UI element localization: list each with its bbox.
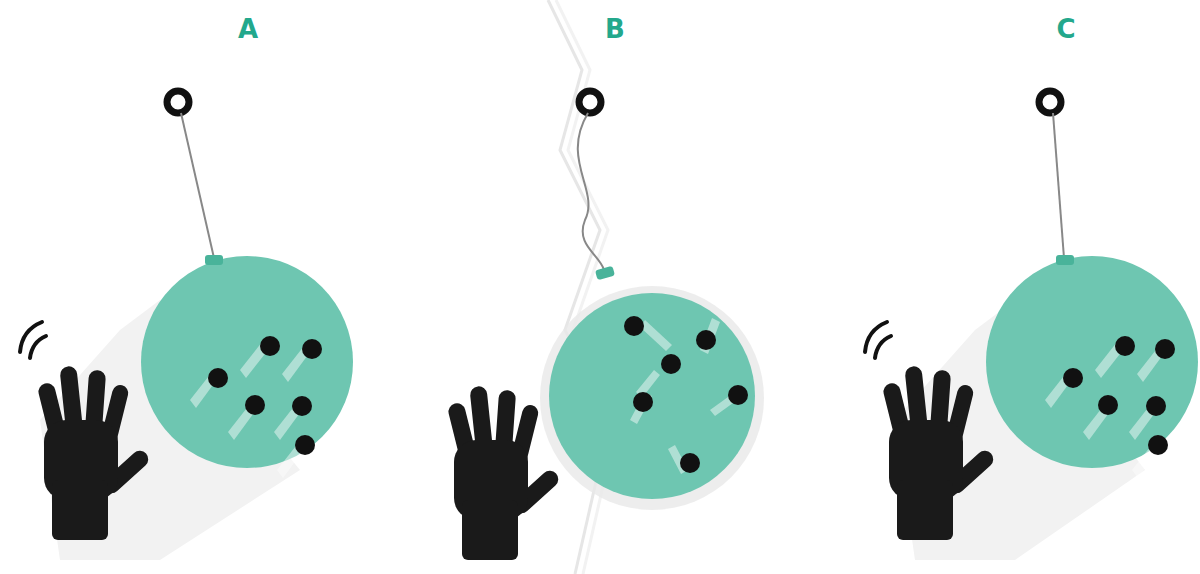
balloon-glow <box>540 286 764 510</box>
hanging-ring <box>1039 91 1061 113</box>
balloon-knot <box>595 266 615 280</box>
panel-letter: C <box>1056 14 1075 44</box>
particles <box>624 316 748 473</box>
motion-streaks <box>1045 342 1165 478</box>
wave-marks <box>865 322 891 358</box>
panel-letter: A <box>238 14 258 44</box>
panel-c <box>865 91 1198 560</box>
balloon-knot <box>205 255 223 265</box>
particles <box>208 336 322 455</box>
hand-icon <box>882 366 997 540</box>
panel-b <box>447 91 764 560</box>
hand-icon <box>447 386 562 560</box>
string <box>1053 113 1064 258</box>
balloon <box>549 293 755 499</box>
string <box>181 113 214 258</box>
balloon <box>986 256 1198 468</box>
hanging-ring <box>579 91 601 113</box>
hand-icon <box>37 366 152 540</box>
balloon-knot <box>1056 255 1074 265</box>
string <box>578 113 604 270</box>
panel-a <box>20 91 353 560</box>
wave-marks <box>20 322 46 358</box>
motion-streaks <box>190 342 310 478</box>
particles <box>1063 336 1175 455</box>
panel-letter: B <box>605 14 625 44</box>
balloon <box>141 256 353 468</box>
hanging-ring <box>167 91 189 113</box>
motion-streaks <box>630 318 740 474</box>
